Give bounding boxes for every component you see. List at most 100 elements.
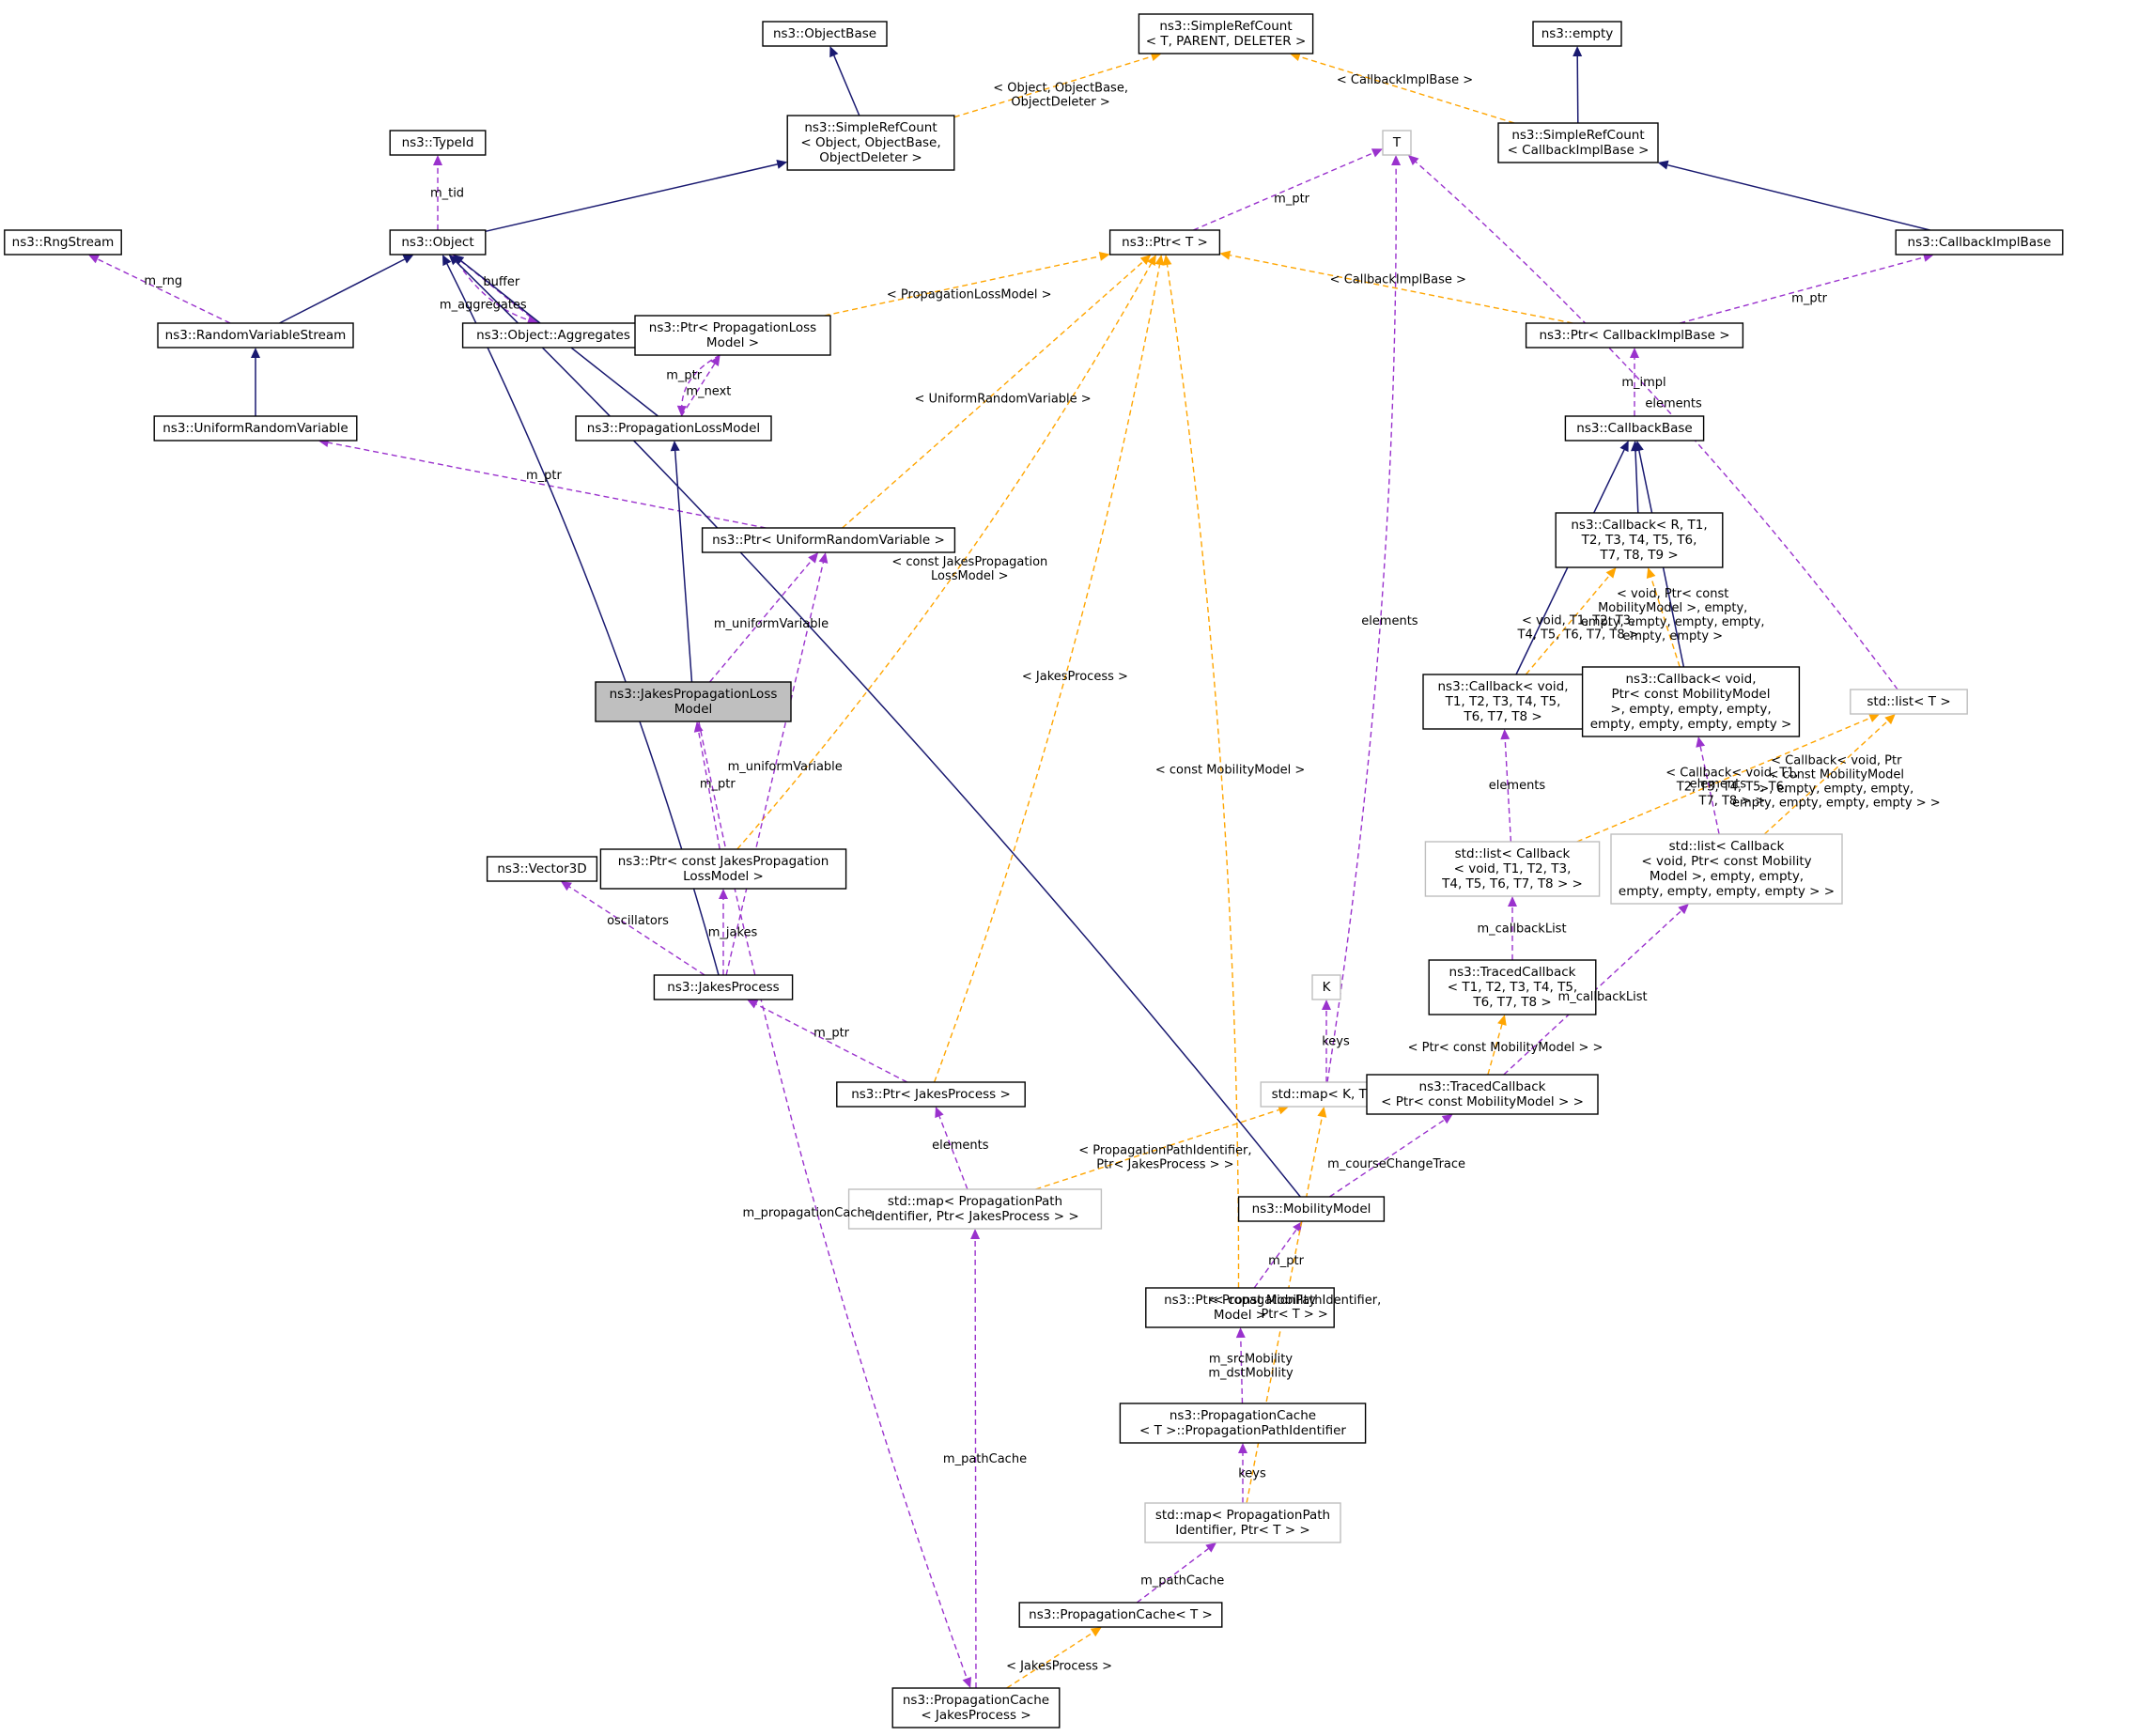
class-node-list-cbvoid[interactable]: std::list< Callback< void, T1, T2, T3,T4… (1424, 841, 1601, 897)
class-node-listt[interactable]: std::list< T > (1850, 689, 1968, 715)
class-box (634, 315, 831, 356)
class-node-list-cbmob[interactable]: std::list< Callback< void, Ptr< const Mo… (1610, 833, 1843, 905)
class-name-line: ns3::Ptr< const JakesPropagation (618, 854, 829, 869)
class-box (836, 1081, 1026, 1108)
class-name-line: empty, empty, empty, empty > > (1619, 884, 1835, 899)
class-name-line: < Object, ObjectBase, (800, 135, 940, 150)
edge-label: < Callback< void, Ptr (1771, 753, 1902, 767)
arrow-head-icon (670, 441, 680, 452)
edge-line (974, 1238, 977, 1689)
edge-line (1650, 577, 1681, 668)
class-node-aggregates[interactable]: ns3::Object::Aggregates (461, 322, 645, 349)
arrow-head-icon (1696, 736, 1706, 748)
edge-label: < UniformRandomVariable > (915, 393, 1092, 407)
usage-edge (1136, 1542, 1217, 1604)
class-node-src-tpd[interactable]: ns3::SimpleRefCount< T, PARENT, DELETER … (1138, 13, 1314, 54)
class-node-ptr-jp[interactable]: ns3::Ptr< JakesProcess > (836, 1081, 1026, 1108)
class-box (1581, 666, 1801, 737)
arrow-head-icon (1868, 713, 1881, 722)
edge-line (698, 721, 968, 1679)
class-box (1564, 415, 1705, 442)
edge-line (725, 562, 825, 976)
class-name-line: K (1323, 980, 1332, 995)
arrow-head-icon (560, 881, 572, 891)
arrow-head-icon (776, 160, 788, 169)
class-box (1145, 1287, 1335, 1328)
class-node-ptr-cjplm[interactable]: ns3::Ptr< const JakesPropagationLossMode… (599, 848, 847, 890)
class-name-line: std::list< Callback (1455, 846, 1571, 861)
class-name-line: ns3::Ptr< const Mobility (1164, 1293, 1316, 1308)
class-node-cib[interactable]: ns3::CallbackImplBase (1895, 229, 2064, 256)
class-node-pcachet[interactable]: ns3::PropagationCache< T > (1018, 1602, 1223, 1628)
class-name-line: T7, T8, T9 > (1599, 548, 1678, 563)
class-node-ppi[interactable]: ns3::PropagationCache< T >::PropagationP… (1119, 1403, 1367, 1444)
class-name-line: std::map< PropagationPath (888, 1194, 1062, 1209)
template-edge (1763, 714, 1896, 835)
class-box (1497, 122, 1659, 163)
usage-edge (1696, 736, 1720, 835)
class-node-cbbase[interactable]: ns3::CallbackBase (1564, 415, 1705, 442)
class-node-cb-mob[interactable]: ns3::Callback< void,Ptr< const MobilityM… (1581, 666, 1801, 737)
class-name-line: ns3::Ptr< UniformRandomVariable > (712, 533, 945, 548)
class-node-t[interactable]: T (1382, 130, 1412, 156)
class-node-ptr-urv[interactable]: ns3::Ptr< UniformRandomVariable > (701, 527, 956, 553)
edge-label: < PropagationPathIdentifier, (1208, 1294, 1381, 1308)
class-node-src-cib[interactable]: ns3::SimpleRefCount< CallbackImplBase > (1497, 122, 1659, 163)
class-node-object[interactable]: ns3::Object (389, 229, 487, 256)
edge-label: buffer (483, 275, 519, 289)
class-node-empty[interactable]: ns3::empty (1532, 21, 1622, 47)
class-name-line: std::map< PropagationPath (1155, 1508, 1330, 1523)
template-edge (953, 52, 1162, 118)
edge-line (1415, 161, 1898, 690)
class-box (1610, 833, 1843, 905)
class-node-k[interactable]: K (1311, 974, 1341, 1000)
class-node-tcb-mob[interactable]: ns3::TracedCallback< Ptr< const Mobility… (1366, 1074, 1599, 1115)
class-node-vec3d[interactable]: ns3::Vector3D (486, 856, 598, 882)
class-node-pcache-jp[interactable]: ns3::PropagationCache< JakesProcess > (891, 1687, 1061, 1728)
class-box (1424, 841, 1601, 897)
edge-line (1006, 1632, 1093, 1689)
arrow-head-icon (1278, 1105, 1290, 1115)
class-name-line: < void, T1, T2, T3, (1454, 861, 1572, 876)
edge-line (1166, 264, 1240, 1289)
edge-label: < JakesProcess > (1022, 670, 1128, 684)
class-node-plm[interactable]: ns3::PropagationLossModel (575, 415, 772, 442)
class-box (1108, 229, 1221, 256)
class-node-map-ppi-jp[interactable]: std::map< PropagationPathIdentifier, Ptr… (847, 1188, 1103, 1230)
usage-edge (1500, 729, 1512, 843)
class-name-line: T (1392, 135, 1402, 150)
class-node-ptr-cmob[interactable]: ns3::Ptr< const MobilityModel > (1145, 1287, 1335, 1328)
class-node-jakesproc[interactable]: ns3::JakesProcess (653, 974, 794, 1000)
template-edge (824, 252, 1110, 317)
template-edge (1289, 52, 1515, 124)
class-node-tcb[interactable]: ns3::TracedCallback< T1, T2, T3, T4, T5,… (1428, 959, 1597, 1015)
class-node-rngstream[interactable]: ns3::RngStream (4, 229, 122, 256)
class-node-objectbase[interactable]: ns3::ObjectBase (762, 21, 888, 47)
usage-edge (970, 1229, 981, 1689)
class-name-line: ns3::TypeId (402, 135, 474, 150)
class-box (1532, 21, 1622, 47)
class-node-map-ppi-t[interactable]: std::map< PropagationPathIdentifier, Ptr… (1144, 1502, 1341, 1543)
class-node-cb-r[interactable]: ns3::Callback< R, T1,T2, T3, T4, T5, T6,… (1555, 512, 1724, 568)
edge-line (1230, 255, 1573, 324)
class-node-rvs[interactable]: ns3::RandomVariableStream (157, 322, 354, 349)
edge-line (953, 55, 1153, 118)
edge-label: m_courseChangeTrace (1327, 1157, 1465, 1171)
template-edge (933, 255, 1165, 1083)
class-name-line: T6, T7, T8 > (1472, 995, 1551, 1010)
class-node-src-obj[interactable]: ns3::SimpleRefCount< Object, ObjectBase,… (786, 115, 955, 171)
class-name-line: T6, T7, T8 > (1463, 709, 1542, 724)
class-node-typeid[interactable]: ns3::TypeId (389, 130, 487, 156)
class-box (1895, 229, 2064, 256)
edge-line (824, 256, 1100, 317)
arrow-head-icon (710, 355, 720, 366)
class-name-line: < CallbackImplBase > (1508, 143, 1650, 158)
class-node-cb-void[interactable]: ns3::Callback< void,T1, T2, T3, T4, T5,T… (1422, 674, 1584, 730)
class-node-mobmodel[interactable]: ns3::MobilityModel (1237, 1196, 1386, 1222)
class-node-urv[interactable]: ns3::UniformRandomVariable (153, 415, 358, 442)
class-node-ptrt[interactable]: ns3::Ptr< T > (1108, 229, 1221, 256)
class-node-ptr-cib[interactable]: ns3::Ptr< CallbackImplBase > (1525, 322, 1744, 349)
class-node-ptr-plm[interactable]: ns3::Ptr< PropagationLossModel > (634, 315, 831, 356)
